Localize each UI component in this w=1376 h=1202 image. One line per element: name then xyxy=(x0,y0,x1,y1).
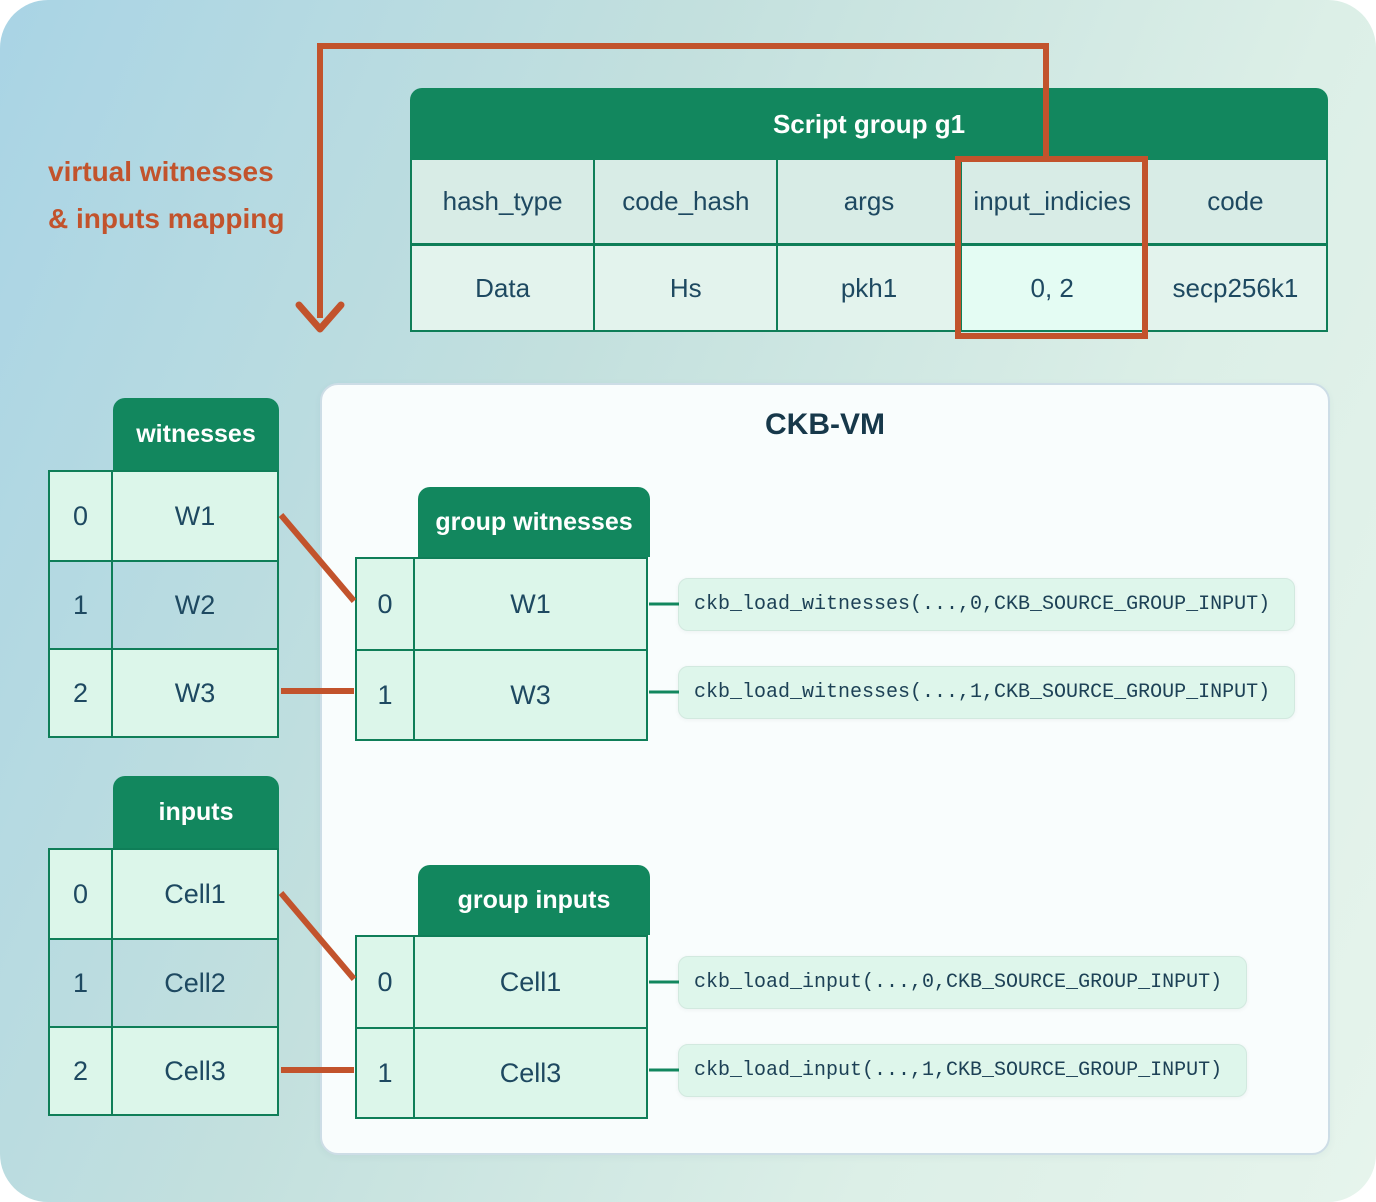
inputs-row-0-index: 0 xyxy=(50,850,113,938)
group-witnesses-table-title: group witnesses xyxy=(418,487,650,557)
syscall-load-input-1: ckb_load_input(...,1,CKB_SOURCE_GROUP_IN… xyxy=(678,1044,1247,1097)
witnesses-table-title: witnesses xyxy=(113,398,279,470)
group-inputs-row-1: 1 Cell3 xyxy=(357,1027,646,1117)
inputs-row-1-value: Cell2 xyxy=(164,967,226,998)
group-inputs-row-1-value: Cell3 xyxy=(415,1029,646,1117)
group-witnesses-table: 0 W1 1 W3 xyxy=(355,557,648,741)
inputs-row-2: 2 Cell3 xyxy=(50,1026,277,1114)
witnesses-row-0: 0 W1 xyxy=(50,472,277,560)
inputs-row-0-value: Cell1 xyxy=(113,850,277,938)
witnesses-row-0-value: W1 xyxy=(113,472,277,560)
group-witnesses-row-0-value: W1 xyxy=(415,559,646,649)
inputs-row-2-index: 2 xyxy=(50,1028,113,1114)
inputs-row-0: 0 Cell1 xyxy=(50,850,277,938)
column-header-code-hash: code_hash xyxy=(593,160,777,243)
script-group-data-row: Data Hs pkh1 0, 2 secp256k1 xyxy=(412,243,1327,330)
mapping-arrow-head-icon xyxy=(295,301,345,333)
group-witnesses-row-1-index: 1 xyxy=(357,651,415,739)
cell-hash-type-value: Data xyxy=(412,246,594,330)
column-header-code: code xyxy=(1142,160,1327,243)
group-witnesses-row-0-index: 0 xyxy=(357,559,415,649)
group-witnesses-row-1: 1 W3 xyxy=(357,649,646,739)
mapping-annotation-line1: virtual witnesses xyxy=(48,156,274,187)
ckb-vm-title: CKB-VM xyxy=(765,408,885,441)
group-inputs-row-0: 0 Cell1 xyxy=(357,937,646,1027)
script-group-table-title: Script group g1 xyxy=(410,88,1328,160)
group-inputs-row-1-index: 1 xyxy=(357,1029,415,1117)
group-witnesses-row-0: 0 W1 xyxy=(357,559,646,649)
cell-code-value: secp256k1 xyxy=(1142,246,1327,330)
group-inputs-row-0-value: Cell1 xyxy=(415,937,646,1027)
mapping-annotation-line2: & inputs mapping xyxy=(48,203,285,234)
witnesses-row-2: 2 W3 xyxy=(50,648,277,736)
script-group-table: hash_type code_hash args input_indicies … xyxy=(410,160,1328,332)
inputs-table: 0 Cell1 1 Cell2 2 Cell3 xyxy=(48,848,279,1116)
column-header-args: args xyxy=(776,160,960,243)
witnesses-row-2-value: W3 xyxy=(113,650,277,736)
witnesses-row-1-value: W2 xyxy=(174,589,216,620)
inputs-table-title: inputs xyxy=(113,776,279,848)
cell-code-hash-value: Hs xyxy=(593,246,777,330)
syscall-load-input-0: ckb_load_input(...,0,CKB_SOURCE_GROUP_IN… xyxy=(678,956,1247,1009)
syscall-load-witnesses-1: ckb_load_witnesses(...,1,CKB_SOURCE_GROU… xyxy=(678,666,1295,719)
group-inputs-row-0-index: 0 xyxy=(357,937,415,1027)
inputs-row-2-value: Cell3 xyxy=(113,1028,277,1114)
syscall-load-witnesses-0: ckb_load_witnesses(...,0,CKB_SOURCE_GROU… xyxy=(678,578,1295,631)
witnesses-row-1-index: 1 xyxy=(50,562,113,648)
witnesses-row-1: 1 W2 xyxy=(50,560,277,648)
input-indicies-highlight-box xyxy=(955,156,1148,339)
cell-args-value: pkh1 xyxy=(776,246,960,330)
group-inputs-table: 0 Cell1 1 Cell3 xyxy=(355,935,648,1119)
mapping-annotation: virtual witnesses & inputs mapping xyxy=(48,148,284,242)
witnesses-row-0-index: 0 xyxy=(50,472,113,560)
witnesses-table: 0 W1 1 W2 2 W3 xyxy=(48,470,279,738)
inputs-row-1-index: 1 xyxy=(50,940,113,1026)
witnesses-row-2-index: 2 xyxy=(50,650,113,736)
group-witnesses-row-1-value: W3 xyxy=(415,651,646,739)
column-header-hash-type: hash_type xyxy=(412,160,594,243)
group-inputs-table-title: group inputs xyxy=(418,865,650,935)
script-group-header-row: hash_type code_hash args input_indicies … xyxy=(412,160,1327,243)
inputs-row-1: 1 Cell2 xyxy=(50,938,277,1026)
